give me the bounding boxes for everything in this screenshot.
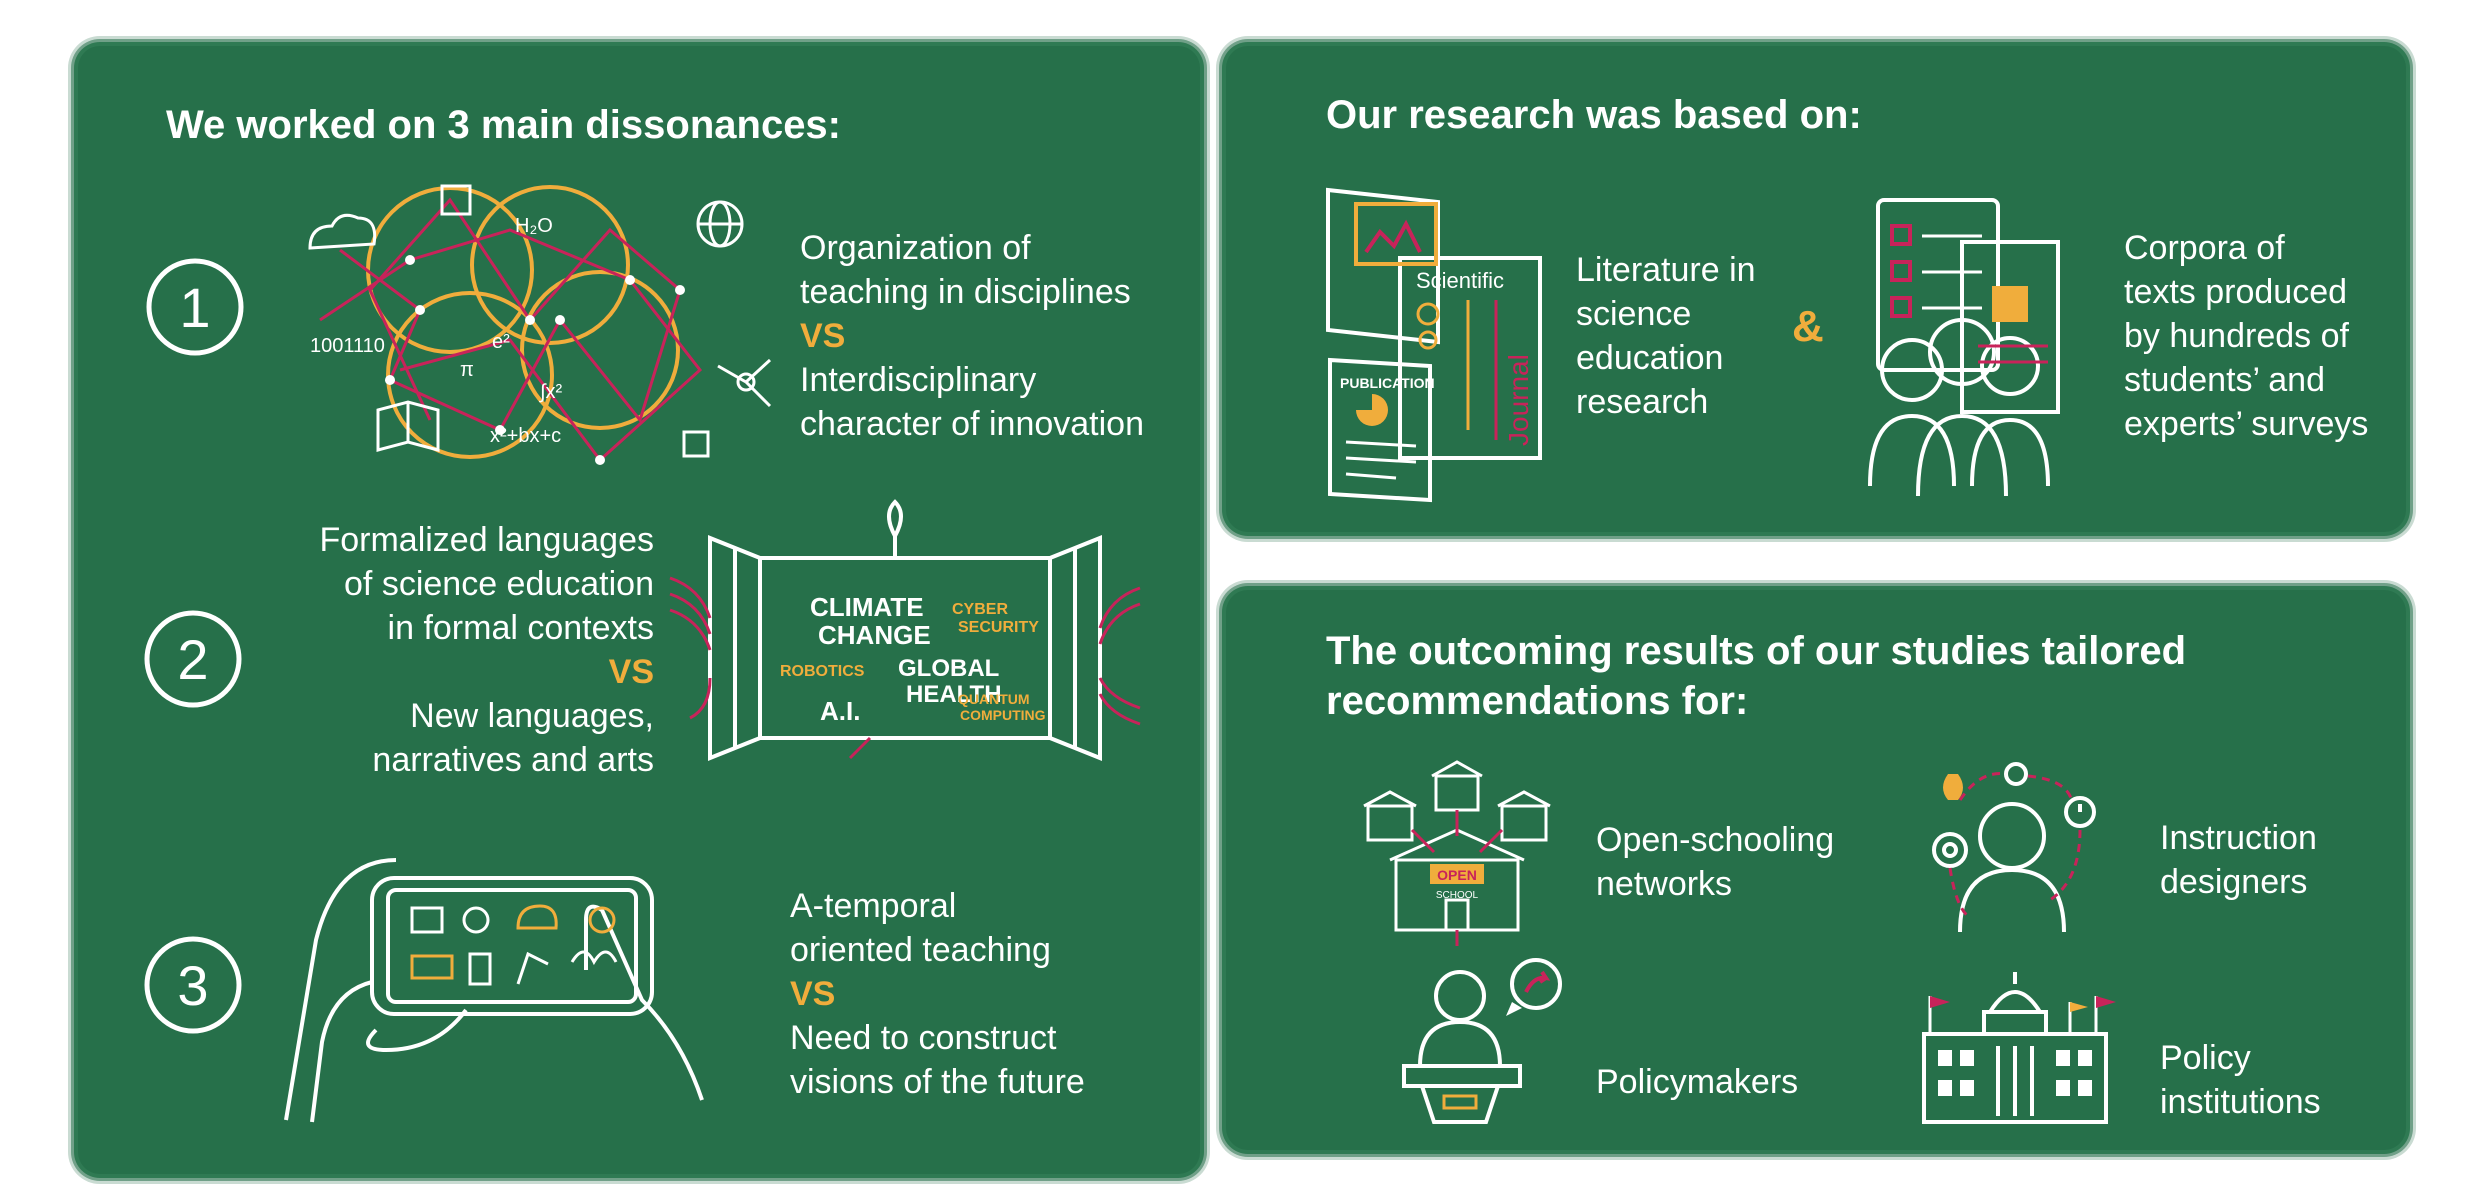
svg-text:CYBER: CYBER bbox=[952, 601, 1008, 618]
dissonance-3-text: A-temporal oriented teaching VS Need to … bbox=[790, 887, 1085, 1101]
dissonance-2-text: Formalized languages of science educatio… bbox=[230, 518, 654, 782]
dissonances-title: We worked on 3 main dissonances: bbox=[166, 103, 841, 147]
doc-word-publication: PUBLICATION bbox=[1340, 375, 1435, 391]
svg-text:CLIMATE: CLIMATE bbox=[810, 592, 924, 622]
research-source-literature: Literature in science education research bbox=[1576, 251, 1756, 421]
recipient-instruction-designers: Instruction designers bbox=[2160, 819, 2317, 901]
interdisciplinary-network-icon: H₂O 1001110 e² π ∫x² x²+bx+c bbox=[300, 170, 770, 465]
recipient-policymakers: Policymakers bbox=[1596, 1063, 1799, 1101]
svg-text:COMPUTING: COMPUTING bbox=[960, 707, 1046, 723]
recipient-policy-institutions: Policy institutions bbox=[2160, 1039, 2321, 1121]
doc-word-scientific: Scientific bbox=[1416, 268, 1504, 293]
research-title: Our research was based on: bbox=[1326, 93, 1862, 137]
recommendations-title: The outcoming results of our studies tai… bbox=[1326, 629, 2187, 723]
svg-text:GLOBAL: GLOBAL bbox=[898, 655, 999, 682]
open-window-topics-icon: CLIMATE CHANGE CYBER SECURITY ROBOTICS G… bbox=[670, 498, 1150, 788]
recommendations-panel bbox=[1226, 590, 2406, 1150]
instruction-designer-icon bbox=[1920, 756, 2100, 936]
ampersand: & bbox=[1792, 302, 1824, 351]
svg-text:ROBOTICS: ROBOTICS bbox=[780, 663, 865, 680]
vs-label-3: VS bbox=[790, 975, 836, 1013]
network-label-h2o: H₂O bbox=[515, 215, 553, 237]
network-label-equation: x²+bx+c bbox=[490, 425, 561, 447]
recipient-open-schooling: Open-schooling networks bbox=[1596, 821, 1835, 903]
research-source-corpora: Corpora of texts produced by hundreds of… bbox=[2124, 229, 2369, 443]
literature-documents-icon: Scientific Journal PUBLICATION bbox=[1316, 180, 1552, 510]
network-label-integral: ∫x² bbox=[539, 381, 562, 403]
policy-institution-icon bbox=[1920, 976, 2116, 1126]
svg-text:QUANTUM: QUANTUM bbox=[958, 691, 1030, 707]
network-label-pi: π bbox=[460, 359, 474, 381]
number-1: 1 bbox=[179, 276, 210, 339]
number-2-badge: 2 bbox=[144, 610, 242, 708]
hands-smartphone-icon bbox=[286, 852, 746, 1132]
number-1-badge: 1 bbox=[146, 258, 244, 356]
vs-label-1: VS bbox=[800, 317, 846, 355]
policymaker-icon bbox=[1400, 956, 1576, 1126]
svg-text:CHANGE: CHANGE bbox=[818, 620, 931, 650]
network-label-e2: e² bbox=[492, 331, 510, 353]
surveys-students-icon bbox=[1852, 186, 2060, 506]
doc-word-journal: Journal bbox=[1503, 354, 1534, 446]
number-3: 3 bbox=[177, 954, 208, 1017]
svg-text:A.I.: A.I. bbox=[820, 696, 860, 726]
school-sign-open: OPEN bbox=[1437, 867, 1477, 883]
number-3-badge: 3 bbox=[144, 936, 242, 1034]
svg-text:SECURITY: SECURITY bbox=[958, 619, 1039, 636]
number-2: 2 bbox=[177, 628, 208, 691]
network-label-binary: 1001110 bbox=[310, 335, 385, 357]
vs-label-2: VS bbox=[608, 653, 654, 691]
svg-text:HEALTH: HEALTH bbox=[906, 681, 1002, 708]
dissonances-panel bbox=[78, 46, 1200, 1174]
dissonance-1-text: Organization of teaching in disciplines … bbox=[800, 229, 1144, 443]
open-school-network-icon: OPEN SCHOOL bbox=[1362, 760, 1552, 946]
school-sign-school: SCHOOL bbox=[1436, 890, 1479, 901]
research-basis-panel bbox=[1226, 46, 2406, 532]
